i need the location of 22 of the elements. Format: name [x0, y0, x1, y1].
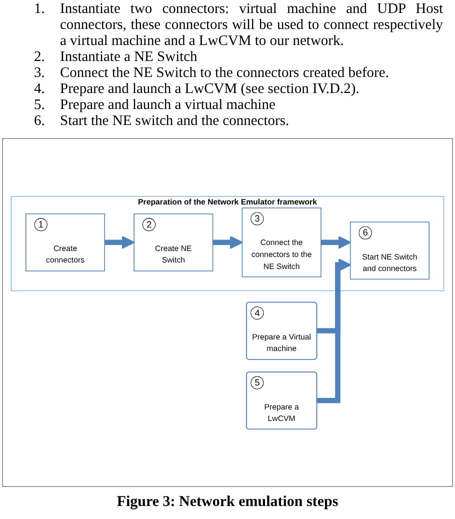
- list-item-text: Prepare and launch a virtual machine: [60, 98, 276, 114]
- list-number: 1.: [34, 2, 46, 19]
- node-box: [134, 212, 214, 271]
- list-item-text: Instantiate two connectors: virtual machine and UDP Host connectors, these connectors will be used to connect respectively a virtual machine and a LwCVM to our network.: [60, 2, 443, 50]
- list-number: 4.: [34, 82, 46, 98]
- node-box: [242, 207, 322, 277]
- list-number: 5.: [34, 98, 46, 114]
- list-number: 6.: [34, 114, 46, 130]
- list-item-text: Start the NE switch and the connectors.: [60, 114, 290, 130]
- arrow: [316, 258, 351, 403]
- arrow: [320, 235, 351, 249]
- cluster: [10, 196, 444, 291]
- list-item-text: Prepare and launch a LwCVM (see section IV.D.2).: [60, 82, 360, 98]
- node-box: [26, 212, 106, 271]
- arrow: [212, 235, 243, 249]
- arrow: [104, 235, 135, 249]
- list-number: 3.: [34, 66, 46, 82]
- node-box: [350, 221, 430, 280]
- list-item-text: Connect the NE Switch to the connectors created before.: [60, 66, 390, 82]
- figure-caption: Figure 3: Network emulation steps: [116, 494, 338, 510]
- list-item-text: Instantiate a NE Switch: [60, 50, 198, 66]
- list-number: 2.: [34, 50, 46, 66]
